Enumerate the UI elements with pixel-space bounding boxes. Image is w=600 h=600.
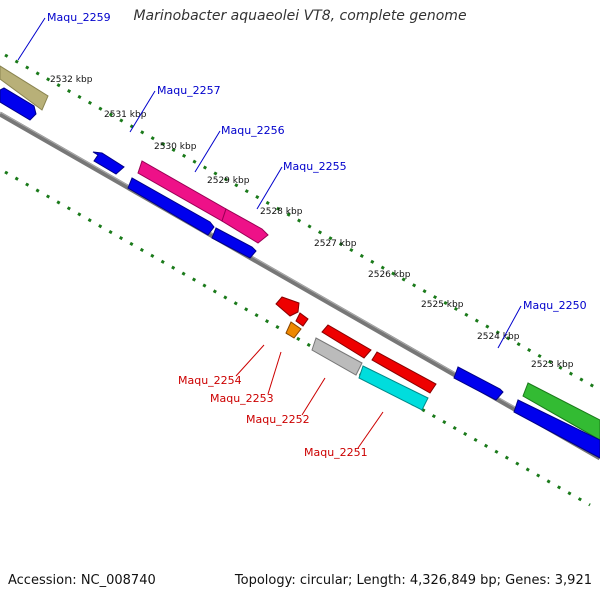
- kbp-label: 2524 kbp: [477, 332, 520, 342]
- label-leader-line: [17, 17, 46, 61]
- gene-maqu-2250[interactable]: [522, 382, 600, 441]
- gene-label-maqu-2250[interactable]: Maqu_2250: [523, 299, 587, 312]
- kbp-label: 2527 kbp: [314, 239, 357, 249]
- kbp-label: 2529 kbp: [207, 176, 250, 186]
- label-leader-line: [267, 351, 282, 395]
- label-leader-line: [194, 130, 221, 173]
- gene-label-maqu-2251[interactable]: Maqu_2251: [304, 446, 368, 459]
- gene-blue-left[interactable]: [0, 87, 37, 121]
- gene-label-maqu-2256[interactable]: Maqu_2256: [221, 124, 285, 137]
- label-leader-line: [357, 411, 384, 449]
- gene-label-maqu-2252[interactable]: Maqu_2252: [246, 413, 310, 426]
- gene-maqu-2251[interactable]: [358, 365, 429, 411]
- gene-blue-forward-1[interactable]: [127, 177, 215, 236]
- gene-label-maqu-2253[interactable]: Maqu_2253: [210, 392, 274, 405]
- gene-red-reverse-1[interactable]: [321, 324, 372, 359]
- inner-tick-track: [4, 170, 591, 507]
- gene-maqu-2255[interactable]: [221, 208, 269, 244]
- gene-maqu-2259[interactable]: [0, 65, 49, 111]
- genome-backbone: [0, 111, 600, 461]
- accession-text: Accession: NC_008740: [8, 573, 156, 588]
- gene-blue-forward-2[interactable]: [211, 227, 257, 259]
- kbp-label: 2531 kbp: [104, 110, 147, 120]
- kbp-label: 2525 kbp: [421, 300, 464, 310]
- gene-label-maqu-2255[interactable]: Maqu_2255: [283, 160, 347, 173]
- kbp-label: 2526 kbp: [368, 270, 411, 280]
- gene-red-reverse-2[interactable]: [371, 351, 437, 394]
- kbp-label: 2530 kbp: [154, 142, 197, 152]
- gene-maqu-2257[interactable]: [92, 151, 125, 175]
- gene-maqu-2253[interactable]: [285, 321, 302, 339]
- gene-label-maqu-2257[interactable]: Maqu_2257: [157, 84, 221, 97]
- gene-label-maqu-2254[interactable]: Maqu_2254: [178, 374, 242, 387]
- gene-label-maqu-2259[interactable]: Maqu_2259: [47, 11, 111, 24]
- kbp-label: 2532 kbp: [50, 75, 93, 85]
- label-leader-line: [301, 377, 326, 416]
- topology-text: Topology: circular; Length: 4,326,849 bp…: [234, 573, 592, 588]
- label-leader-line: [256, 166, 283, 210]
- page-title: Marinobacter aquaeolei VT8, complete gen…: [133, 8, 467, 24]
- label-leader-line: [129, 90, 156, 133]
- gene-red-small[interactable]: [295, 312, 309, 327]
- gene-blue-forward-4[interactable]: [513, 399, 600, 459]
- gene-blue-forward-3[interactable]: [453, 366, 504, 401]
- genome-backbone-highlight: [0, 111, 600, 457]
- gene-maqu-2254[interactable]: [275, 296, 300, 317]
- label-leader-line: [235, 344, 265, 377]
- kbp-label: 2528 kbp: [260, 207, 303, 217]
- kbp-label: 2523 kbp: [531, 360, 574, 370]
- label-leader-line: [497, 305, 522, 349]
- gene-maqu-2252[interactable]: [311, 337, 363, 376]
